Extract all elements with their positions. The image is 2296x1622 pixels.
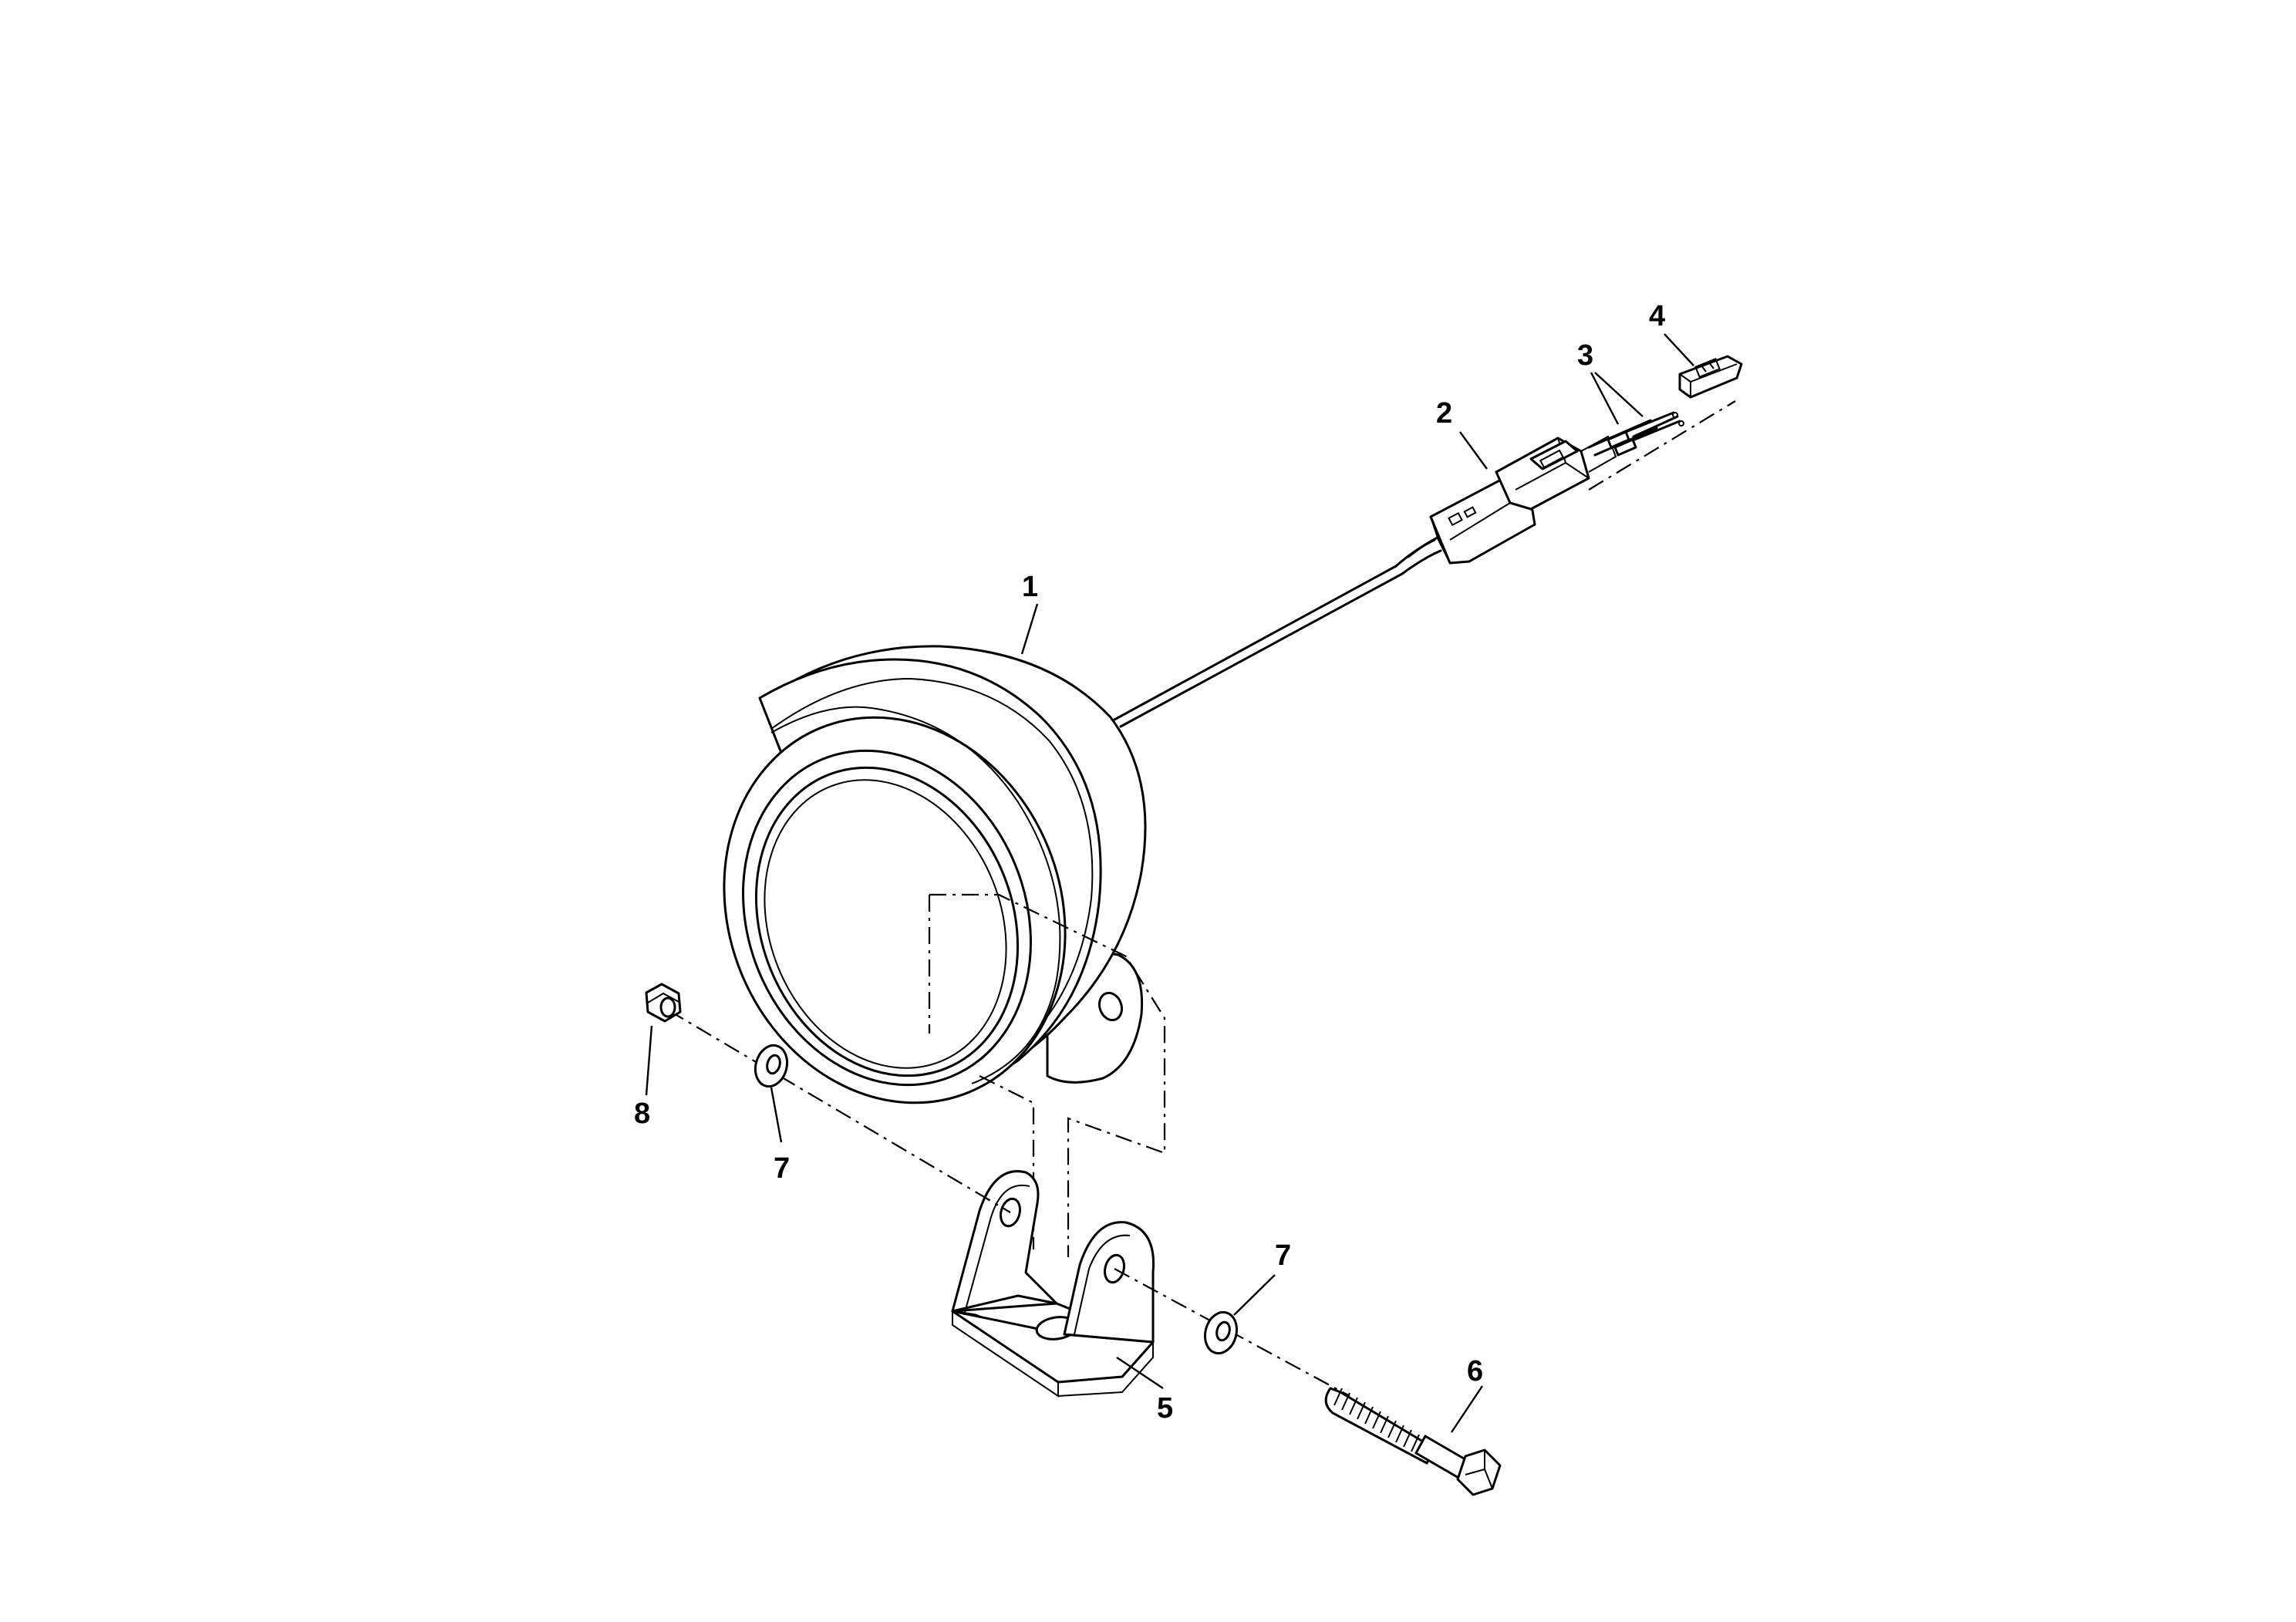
connector-housing bbox=[1429, 435, 1617, 565]
leader-3a bbox=[1590, 372, 1620, 425]
connector-lock-clip bbox=[1678, 355, 1743, 399]
leader-5 bbox=[1116, 1357, 1164, 1389]
callout-6: 6 bbox=[1467, 1355, 1483, 1388]
flat-washer-right bbox=[1203, 1310, 1239, 1355]
leader-2 bbox=[1459, 431, 1488, 470]
leader-1 bbox=[1020, 603, 1039, 655]
callout-4: 4 bbox=[1649, 300, 1665, 332]
assembly-axis-connector bbox=[1588, 400, 1736, 491]
leader-8 bbox=[645, 1025, 653, 1096]
leader-6 bbox=[1451, 1385, 1483, 1433]
callout-5: 5 bbox=[1157, 1392, 1173, 1425]
leader-7b bbox=[1233, 1274, 1276, 1316]
hex-bolt bbox=[1324, 1387, 1502, 1496]
callout-7-right: 7 bbox=[1275, 1239, 1291, 1272]
flat-washer-left bbox=[754, 1044, 789, 1088]
leader-lines bbox=[645, 333, 1694, 1433]
assembly-axis-left-fastener bbox=[668, 1010, 1011, 1213]
mounting-bracket bbox=[951, 1170, 1155, 1398]
leader-7a bbox=[770, 1087, 783, 1143]
callout-7-left: 7 bbox=[774, 1152, 790, 1185]
callout-3: 3 bbox=[1577, 339, 1593, 372]
callout-2: 2 bbox=[1436, 397, 1452, 430]
leader-4 bbox=[1664, 333, 1694, 366]
assembly-axis-lamp-bracket bbox=[928, 893, 1166, 1257]
bolt-threads bbox=[1333, 1388, 1420, 1452]
callouts: 1 2 3 4 5 6 7 7 8 bbox=[634, 300, 1665, 1425]
hex-nut bbox=[645, 983, 682, 1023]
callout-1: 1 bbox=[1022, 571, 1038, 603]
leader-3b bbox=[1594, 372, 1644, 417]
lamp-cable bbox=[1113, 534, 1444, 728]
connector-pins bbox=[1587, 411, 1684, 457]
callout-8: 8 bbox=[634, 1098, 650, 1130]
work-lamp bbox=[723, 645, 1147, 1104]
